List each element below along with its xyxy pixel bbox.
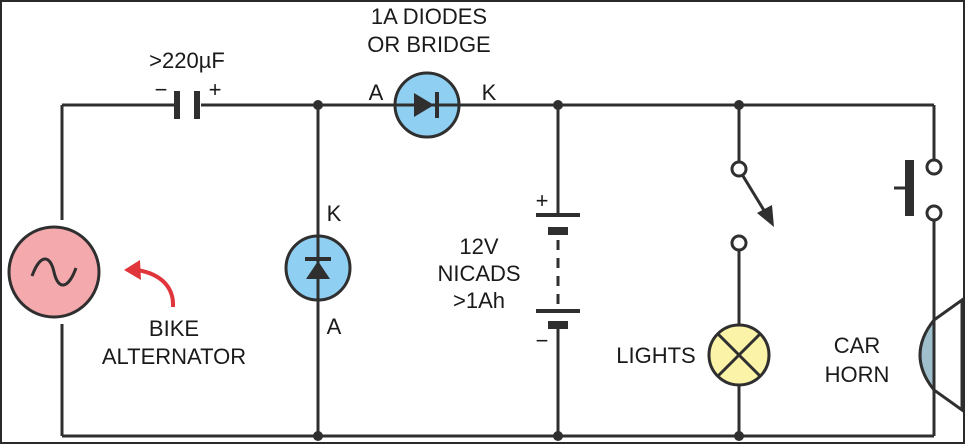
horn-label-line1: CAR xyxy=(834,333,880,358)
diode-bar-icon xyxy=(435,92,439,118)
shunt-diode-anode-label: A xyxy=(327,314,342,339)
alternator-label-line2: ALTERNATOR xyxy=(102,344,246,369)
pushbutton-bar xyxy=(905,160,914,216)
series-diode-symbol xyxy=(393,71,461,139)
capacitor-plate xyxy=(194,91,200,119)
arrowhead-icon xyxy=(124,260,141,280)
battery-symbol xyxy=(536,213,580,329)
junction-dot xyxy=(734,100,744,110)
diode-title-line1: 1A DIODES xyxy=(371,4,487,29)
lamp-cross-icon xyxy=(716,332,762,378)
horn-pushbutton-symbol xyxy=(894,158,943,222)
capacitor-minus-label: − xyxy=(155,77,168,102)
shunt-diode-symbol xyxy=(284,234,352,302)
battery-label-line2: NICADS xyxy=(437,261,520,286)
battery-minus-label: − xyxy=(536,328,549,353)
switch-arrowhead-icon xyxy=(757,205,774,227)
capacitor-value-label: >220µF xyxy=(149,48,225,73)
horn-bell xyxy=(918,315,936,395)
battery-long-plate xyxy=(536,213,580,217)
pushbutton-contact-icon xyxy=(925,204,943,222)
alternator-symbol xyxy=(7,225,101,319)
pushbutton-contact-icon xyxy=(925,158,943,176)
alternator-arrow xyxy=(124,260,176,308)
diode-bar-icon xyxy=(305,257,331,261)
diode-triangle-icon xyxy=(306,261,330,279)
series-diode-cathode-label: K xyxy=(482,80,497,105)
battery-short-plate xyxy=(548,321,568,329)
diode-title-line2: OR BRIDGE xyxy=(367,32,490,57)
junction-dot xyxy=(313,431,323,441)
lamp-symbol xyxy=(707,323,771,387)
battery-plus-label: + xyxy=(536,188,549,213)
alternator-label-line1: BIKE xyxy=(149,316,199,341)
junction-dot xyxy=(313,100,323,110)
junction-dots xyxy=(313,100,744,441)
diode-triangle-icon xyxy=(414,93,434,117)
horn-label-line2: HORN xyxy=(825,362,890,387)
horn-symbol xyxy=(918,297,964,413)
switch-contact-icon xyxy=(730,234,748,252)
junction-dot xyxy=(553,431,563,441)
battery-label-line3: >1Ah xyxy=(453,288,505,313)
wires xyxy=(60,103,936,438)
lights-switch-symbol xyxy=(730,160,774,252)
sine-wave-icon xyxy=(30,257,78,287)
switch-contact-icon xyxy=(730,160,748,178)
capacitor-plus-label: + xyxy=(209,77,222,102)
curved-arrow-icon xyxy=(136,268,176,308)
horn-body xyxy=(932,297,964,413)
battery-label-line1: 12V xyxy=(459,234,498,259)
battery-short-plate xyxy=(548,227,568,235)
battery-long-plate xyxy=(536,309,580,313)
shunt-diode-cathode-label: K xyxy=(327,201,342,226)
capacitor-symbol xyxy=(174,91,200,119)
lights-label: LIGHTS xyxy=(616,343,695,368)
junction-dot xyxy=(734,431,744,441)
series-diode-anode-label: A xyxy=(369,80,384,105)
junction-dot xyxy=(553,100,563,110)
switch-lever xyxy=(741,175,767,213)
capacitor-plate xyxy=(174,91,180,119)
